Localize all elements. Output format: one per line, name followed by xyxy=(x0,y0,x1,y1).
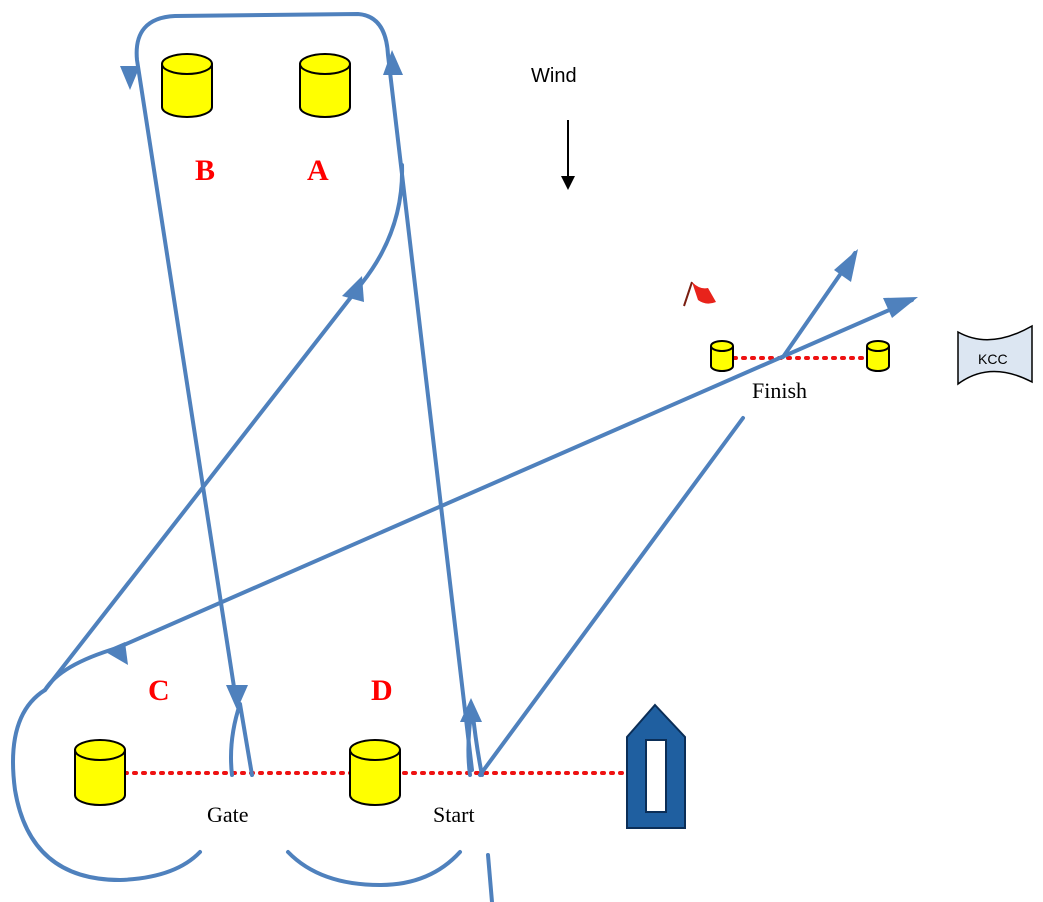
path-start-to-finish xyxy=(478,416,745,777)
buoy-a xyxy=(299,53,351,118)
arrowhead-top-right xyxy=(383,50,403,75)
path-to-mark-a xyxy=(43,163,405,692)
red-flag-icon xyxy=(683,281,716,307)
finish-label: Finish xyxy=(752,378,807,403)
mark-label-b: B xyxy=(195,154,215,187)
buoy-d xyxy=(349,739,401,806)
buoy-finish-left xyxy=(710,340,734,372)
start-label: Start xyxy=(433,802,475,827)
path-gate-tail xyxy=(229,702,254,777)
buoy-c xyxy=(74,739,126,806)
mark-label-a: A xyxy=(307,154,329,187)
path-left-loop xyxy=(11,688,202,882)
wind-label: Wind xyxy=(531,65,577,87)
mark-label-c: C xyxy=(148,674,170,707)
path-approach-start xyxy=(486,853,494,902)
arrowhead-reach-finish xyxy=(883,297,918,318)
arrowhead-reach-c xyxy=(104,642,128,665)
course-paths xyxy=(11,12,914,902)
kcc-flag-sign-icon xyxy=(957,324,1033,386)
buoy-finish-right xyxy=(866,340,890,372)
path-top-loop xyxy=(134,12,474,772)
arrowhead-top-left xyxy=(120,66,140,90)
course-arrowheads xyxy=(104,50,918,722)
buoy-b xyxy=(161,53,213,118)
arrowhead-finish-exit xyxy=(834,249,858,282)
path-under-d xyxy=(286,850,462,887)
kcc-sign-label: KCC xyxy=(978,351,1008,367)
wind-arrow-icon xyxy=(561,120,575,190)
mark-label-d: D xyxy=(371,674,393,707)
arrowhead-to-mark-a xyxy=(342,276,364,302)
arrowhead-gate xyxy=(226,685,248,710)
committee-boat-icon xyxy=(626,703,686,829)
gate-label: Gate xyxy=(207,802,249,827)
arrowhead-start xyxy=(460,698,482,722)
